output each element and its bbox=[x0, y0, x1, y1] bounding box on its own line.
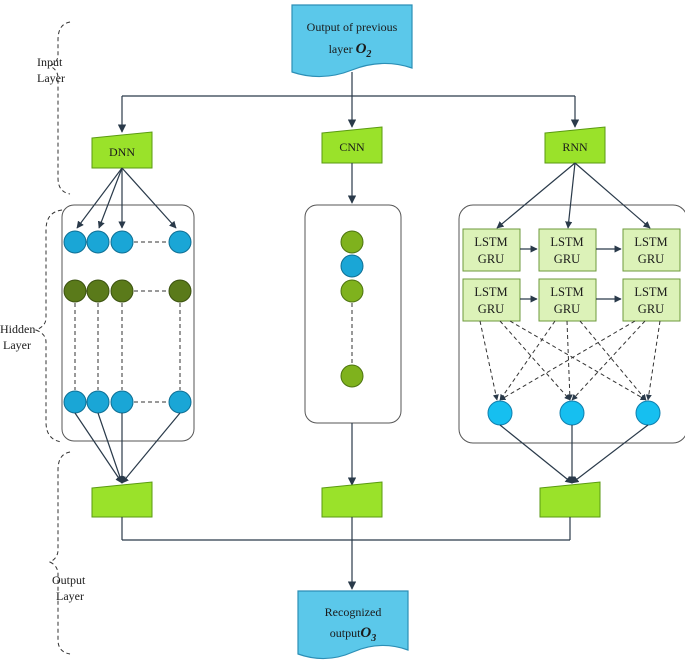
dnn-node bbox=[168, 279, 192, 303]
cnn-node bbox=[340, 254, 364, 278]
cell-label-bottom: GRU bbox=[478, 302, 504, 316]
cell-label-bottom: GRU bbox=[554, 302, 580, 316]
cell-label-top: LSTM bbox=[634, 235, 667, 249]
cell-label-top: LSTM bbox=[550, 235, 583, 249]
rnn-label: RNN bbox=[562, 140, 588, 154]
cnn-box: CNN bbox=[321, 126, 383, 164]
dnn-row-1 bbox=[63, 230, 192, 254]
output-layer-brace bbox=[48, 451, 71, 655]
cnn-output-box bbox=[321, 481, 383, 518]
dnn-node bbox=[110, 230, 134, 254]
output-layer-label-2: Layer bbox=[56, 589, 84, 603]
input-doc-line2: layer O2 bbox=[329, 41, 372, 60]
input-doc-symbol: O bbox=[356, 41, 367, 57]
dnn-node bbox=[110, 390, 134, 414]
rnn-node bbox=[559, 400, 585, 426]
output-layer-label-1: Output bbox=[52, 573, 86, 587]
cell-label-bottom: GRU bbox=[478, 252, 504, 266]
rnn-cell: LSTM GRU bbox=[538, 278, 597, 322]
input-layer-brace bbox=[48, 21, 71, 195]
output-doc-symbol: O bbox=[360, 625, 371, 641]
rnn-container bbox=[458, 204, 685, 444]
cell-label-top: LSTM bbox=[474, 235, 507, 249]
rnn-output-arrows bbox=[499, 424, 649, 484]
rnn-output-box bbox=[539, 481, 601, 518]
dnn-input-arrows bbox=[76, 167, 177, 229]
rnn-recurrent-arrows bbox=[520, 245, 622, 303]
cell-label-top: LSTM bbox=[474, 285, 507, 299]
rnn-cell: LSTM GRU bbox=[538, 228, 597, 272]
input-doc-line1: Output of previous bbox=[307, 20, 398, 34]
bottom-connectors bbox=[121, 517, 571, 590]
layer-labels: Input Layer Hidden Layer Output Layer bbox=[0, 55, 86, 603]
dnn-row-3 bbox=[63, 390, 192, 414]
dnn-node bbox=[63, 390, 87, 414]
dnn-row-2 bbox=[63, 279, 192, 303]
rnn-cell: LSTM GRU bbox=[462, 278, 521, 322]
rnn-cell: LSTM GRU bbox=[622, 228, 681, 272]
output-doc-prefix: output bbox=[330, 626, 361, 640]
cnn-node bbox=[340, 279, 364, 303]
input-layer-label-2: Layer bbox=[37, 71, 65, 85]
input-layer-label-1: Input bbox=[37, 55, 63, 69]
hidden-layer-brace bbox=[34, 209, 63, 443]
dnn-output-arrows bbox=[74, 412, 181, 484]
rnn-node bbox=[487, 400, 513, 426]
top-connectors bbox=[117, 72, 580, 133]
dnn-dashed-links bbox=[74, 241, 181, 403]
layer-braces bbox=[34, 21, 71, 655]
cnn-label: CNN bbox=[339, 140, 365, 154]
dnn-container bbox=[61, 204, 195, 442]
input-doc-subscript: 2 bbox=[365, 49, 371, 60]
dnn-node bbox=[168, 230, 192, 254]
hidden-layer-label-2: Layer bbox=[3, 338, 31, 352]
hidden-layer-label-1: Hidden bbox=[0, 322, 35, 336]
dnn-node bbox=[63, 230, 87, 254]
rnn-input-arrows bbox=[496, 162, 651, 229]
cell-label-bottom: GRU bbox=[638, 302, 664, 316]
rnn-cell: LSTM GRU bbox=[622, 278, 681, 322]
cell-label-top: LSTM bbox=[634, 285, 667, 299]
dnn-output-box bbox=[91, 481, 153, 518]
dnn-node bbox=[110, 279, 134, 303]
input-document: Output of previous layer O2 bbox=[291, 4, 413, 78]
rnn-output-nodes bbox=[487, 400, 661, 426]
cnn-node bbox=[340, 364, 364, 388]
cell-label-bottom: GRU bbox=[638, 252, 664, 266]
cnn-nodes bbox=[340, 230, 364, 388]
dnn-node bbox=[86, 390, 110, 414]
cnn-node bbox=[340, 230, 364, 254]
dnn-node bbox=[86, 230, 110, 254]
dnn-node bbox=[168, 390, 192, 414]
rnn-box: RNN bbox=[544, 126, 606, 164]
cell-label-top: LSTM bbox=[550, 285, 583, 299]
cell-label-bottom: GRU bbox=[554, 252, 580, 266]
dnn-node bbox=[63, 279, 87, 303]
dnn-box: DNN bbox=[91, 131, 153, 169]
output-doc-line2: outputO3 bbox=[330, 625, 377, 644]
cnn-container bbox=[304, 204, 402, 424]
dnn-node bbox=[86, 279, 110, 303]
rnn-cell: LSTM GRU bbox=[462, 228, 521, 272]
rnn-node bbox=[635, 400, 661, 426]
output-document: Recognized outputO3 bbox=[297, 590, 409, 660]
input-doc-prefix: layer bbox=[329, 42, 356, 56]
rnn-dashed-links bbox=[479, 320, 661, 401]
dnn-label: DNN bbox=[109, 145, 135, 159]
output-doc-line1: Recognized bbox=[325, 605, 382, 619]
rnn-cells: LSTM GRU LSTM GRU LSTM GRU LSTM GRU LSTM… bbox=[462, 228, 681, 322]
output-doc-subscript: 3 bbox=[370, 633, 376, 644]
